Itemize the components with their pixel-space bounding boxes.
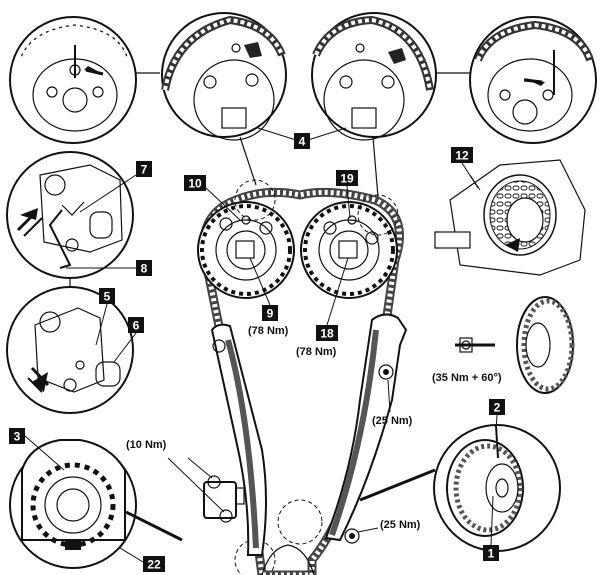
- detail-exhaust-sprocket: [161, 12, 287, 141]
- callout-6: 6: [113, 317, 144, 363]
- svg-text:10: 10: [188, 177, 202, 191]
- torque-label-intake-bolt: (78 Nm): [296, 346, 337, 358]
- callout-3: 3: [9, 428, 65, 471]
- callout-8: 8: [66, 260, 152, 276]
- svg-text:9: 9: [267, 307, 274, 321]
- fixed-guide-rail: [324, 313, 408, 544]
- callout-4: 4: [294, 133, 310, 149]
- leader-lines-top: [136, 72, 470, 198]
- exhaust-camshaft-sprocket: [197, 201, 295, 299]
- torque-label-exhaust-bolt: (78 Nm): [248, 325, 289, 337]
- intake-camshaft-sprocket: [300, 201, 398, 299]
- svg-text:22: 22: [147, 558, 161, 572]
- callout-22: 22: [119, 547, 165, 572]
- svg-text:3: 3: [14, 430, 21, 444]
- detail-intake-sprocket: [311, 12, 437, 141]
- callout-5: 5: [95, 288, 115, 346]
- callout-1: 1: [483, 495, 499, 561]
- callout-19: 19: [336, 170, 358, 219]
- leader-lower-guide: [357, 527, 379, 533]
- torque-label-upper-guide: (25 Nm): [372, 415, 413, 427]
- svg-text:5: 5: [104, 290, 111, 304]
- callout-7: 7: [79, 161, 152, 213]
- detail-crankshaft-sprocket: [9, 439, 183, 569]
- svg-text:6: 6: [133, 319, 140, 333]
- detail-crankshaft-pulley: [359, 424, 561, 552]
- svg-text:19: 19: [340, 172, 354, 186]
- torque-label-tensioner-bolts: (10 Nm): [126, 439, 167, 451]
- detail-tensioner-locked: [6, 151, 134, 279]
- detail-engine-sprocket: [434, 159, 586, 276]
- detail-pulley-bolt: [455, 296, 575, 394]
- torque-label-pulley-bolt: (35 Nm + 60°): [432, 372, 502, 384]
- detail-tensioner-released: [6, 286, 134, 414]
- svg-text:7: 7: [141, 163, 148, 177]
- callout-10: 10: [184, 175, 241, 221]
- crankshaft-sprocket-partial: [261, 544, 315, 575]
- callout-12: 12: [451, 147, 479, 189]
- callout-2: 2: [489, 399, 505, 431]
- chain-tensioner-lower: [167, 457, 245, 523]
- detail-left-cam-mark: [9, 16, 137, 144]
- torque-label-lower-guide: (25 Nm): [380, 519, 421, 531]
- tensioner-guide-rail: [210, 323, 267, 556]
- svg-text:12: 12: [455, 149, 469, 163]
- callout-18: 18: [316, 257, 349, 341]
- svg-text:1: 1: [488, 547, 495, 561]
- svg-text:2: 2: [494, 401, 501, 415]
- svg-text:8: 8: [141, 262, 148, 276]
- leader-upper-guide: [387, 379, 391, 413]
- svg-text:18: 18: [320, 327, 334, 341]
- svg-text:4: 4: [299, 135, 306, 149]
- callout-9: 9: [249, 257, 278, 321]
- detail-right-cam-mark: [469, 16, 597, 144]
